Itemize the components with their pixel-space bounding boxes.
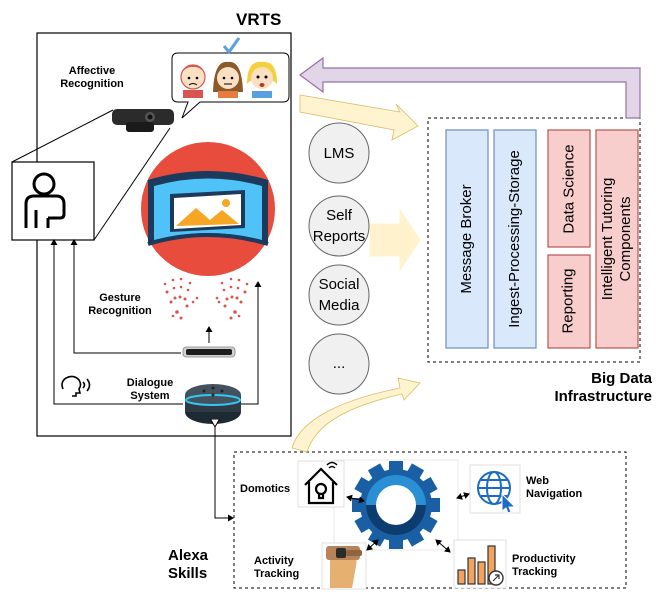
alexa-to-bigdata-arrow: [291, 377, 421, 453]
user-box: [11, 161, 95, 241]
activity-tracking-label: Activity Tracking: [254, 555, 300, 580]
source-circle-self-reports: [308, 195, 370, 257]
big-data-title: Big Data Infrastructure: [554, 370, 652, 405]
gesture-recognition-label: Gesture Recognition: [88, 292, 152, 317]
tutoring-box: [595, 129, 639, 349]
person-icon: [24, 172, 66, 228]
tutoring-label: Intelligent Tutoring Components: [599, 177, 634, 301]
web-navigation-icon: [477, 471, 517, 514]
ingest-label: Ingest-Processing-Storage: [506, 150, 523, 328]
check-icon: [222, 37, 241, 55]
source-circle-more: [308, 333, 370, 395]
source-social-media-label: Social Media: [318, 276, 360, 314]
source-more-label: ...: [332, 355, 346, 372]
voice-icon: [61, 375, 91, 397]
dialogue-system-label: Dialogue System: [126, 377, 174, 402]
message-broker-box: [445, 129, 489, 349]
vr-360-icon: [141, 142, 275, 276]
source-circle-social-media: [308, 264, 370, 326]
smart-home-icon: [304, 461, 338, 505]
data-science-label: Data Science: [560, 144, 578, 234]
source-lms-label: LMS: [323, 145, 355, 162]
reporting-label: Reporting: [559, 268, 577, 334]
affective-recognition-label: Affective Recognition: [60, 65, 124, 90]
productivity-chart-icon: [457, 545, 504, 586]
vrts-title: VRTS: [236, 10, 282, 29]
sources-to-bigdata-arrow: [369, 208, 421, 272]
data-science-box: [547, 129, 591, 248]
gear-icon: [352, 461, 440, 549]
domotics-label: Domotics: [240, 483, 291, 495]
source-self-reports-label: Self Reports: [312, 207, 366, 245]
web-navigation-label: Web Navigation: [526, 475, 583, 500]
message-broker-label: Message Broker: [458, 184, 475, 294]
productivity-tracking-label: Productivity Tracking: [512, 553, 576, 578]
vrts-to-bigdata-arrow: [299, 94, 419, 141]
faces-icon: [180, 61, 277, 98]
feedback-arrow: [298, 56, 641, 119]
camera-device: [112, 109, 174, 132]
echo-dot-device: [185, 384, 241, 424]
activity-tracker-icon: [326, 546, 362, 588]
reporting-box: [547, 254, 591, 349]
ingest-box: [493, 129, 537, 349]
gesture-sensor-device: [182, 346, 236, 358]
alexa-title: Alexa Skills: [168, 547, 209, 582]
source-circle-lms: [308, 122, 370, 184]
gesture-hands-icon: [163, 277, 249, 320]
